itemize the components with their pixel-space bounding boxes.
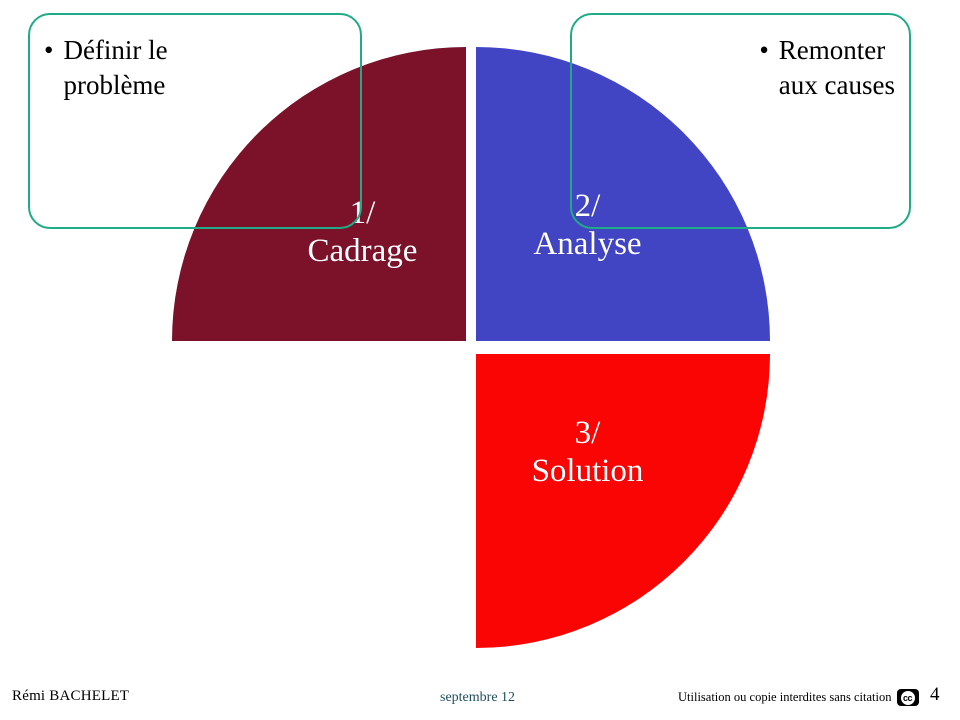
callout-left-bullet: • Définir le problème	[44, 33, 346, 102]
pie-slice-solution[interactable]	[476, 354, 770, 648]
callout-right-text: Remonter aux causes	[778, 35, 895, 100]
callout-left-text: Définir le problème	[63, 35, 168, 100]
footer-notice-text: Utilisation ou copie interdites sans cit…	[678, 690, 892, 704]
creative-commons-label: cc	[900, 690, 915, 705]
slide-footer: Rémi BACHELET septembre 12 Utilisation o…	[0, 678, 960, 720]
pie-slice-label-solution: 3/ Solution	[531, 415, 644, 489]
bullet-dot-icon: •	[44, 35, 54, 65]
pie-slice-label-analyse: 2/ Analyse	[533, 188, 642, 262]
footer-author: Rémi BACHELET	[12, 688, 130, 704]
pie-slice-analyse[interactable]	[476, 47, 770, 341]
footer-copyright-notice: Utilisation ou copie interdites sans cit…	[678, 689, 919, 706]
pie-slice-cadrage[interactable]	[172, 47, 466, 341]
creative-commons-icon: cc	[896, 689, 919, 706]
footer-date: septembre 12	[440, 690, 516, 705]
callout-box-right[interactable]: • Remonter aux causes	[570, 13, 911, 229]
callout-right-bullet: • Remonter aux causes	[586, 33, 895, 102]
bullet-dot-icon: •	[759, 35, 769, 65]
callout-box-left[interactable]: • Définir le problème	[28, 13, 362, 229]
slide-page-number: 4	[930, 684, 940, 705]
